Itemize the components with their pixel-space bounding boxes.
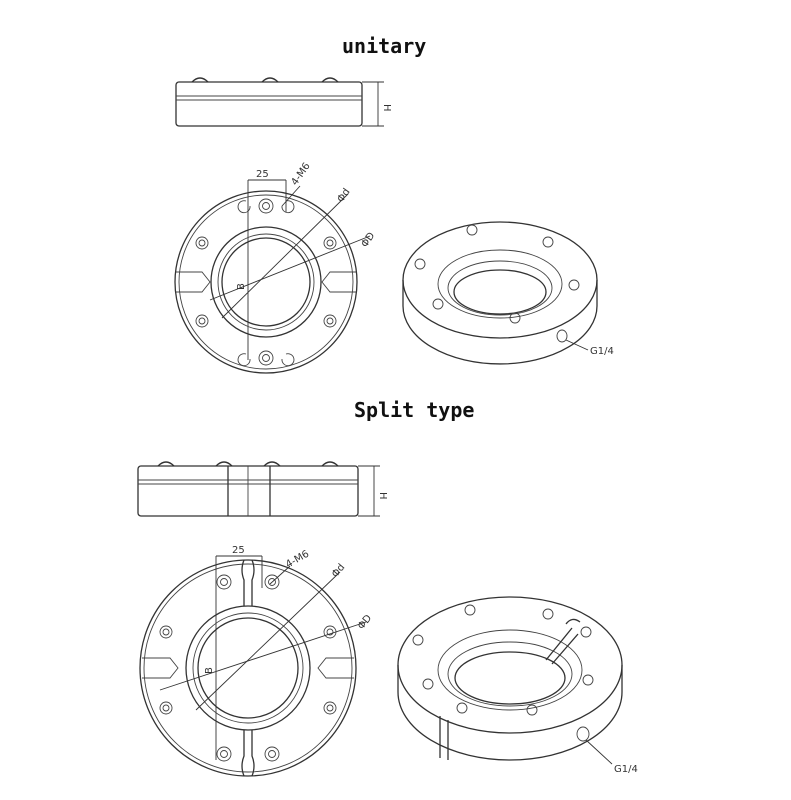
height-label-split: H [377, 492, 388, 500]
inner-dia-label-unitary: Φd [335, 187, 352, 205]
pitch-label-split: 25 [232, 545, 245, 556]
pitch-label-unitary: 25 [256, 169, 269, 180]
title-split-type: Split type [354, 398, 475, 422]
thread-label-unitary: 4-M6 [289, 161, 312, 188]
thread-label-split: 4-M6 [284, 549, 311, 571]
bolt-circle-label-split: B [204, 667, 215, 674]
outer-dia-label-unitary: ΦD [359, 230, 377, 249]
split-top-view: 25 4-M6 Φd ΦD B [139, 545, 375, 777]
unitary-top-view: 25 4-M6 Φd ΦD B [174, 161, 378, 374]
unitary-isometric-view: G1/4 [402, 221, 614, 365]
bolt-circle-label-unitary: B [236, 283, 247, 290]
split-side-view: H [137, 461, 388, 517]
split-isometric-view: G1/4 [397, 596, 638, 775]
port-label-split: G1/4 [614, 764, 638, 775]
inner-dia-label-split: Φd [330, 562, 348, 580]
outer-dia-label-split: ΦD [356, 613, 375, 632]
unitary-side-view: H [175, 77, 392, 127]
port-label-unitary: G1/4 [590, 346, 614, 357]
title-unitary: unitary [342, 34, 427, 58]
height-label-unitary: H [381, 104, 392, 112]
